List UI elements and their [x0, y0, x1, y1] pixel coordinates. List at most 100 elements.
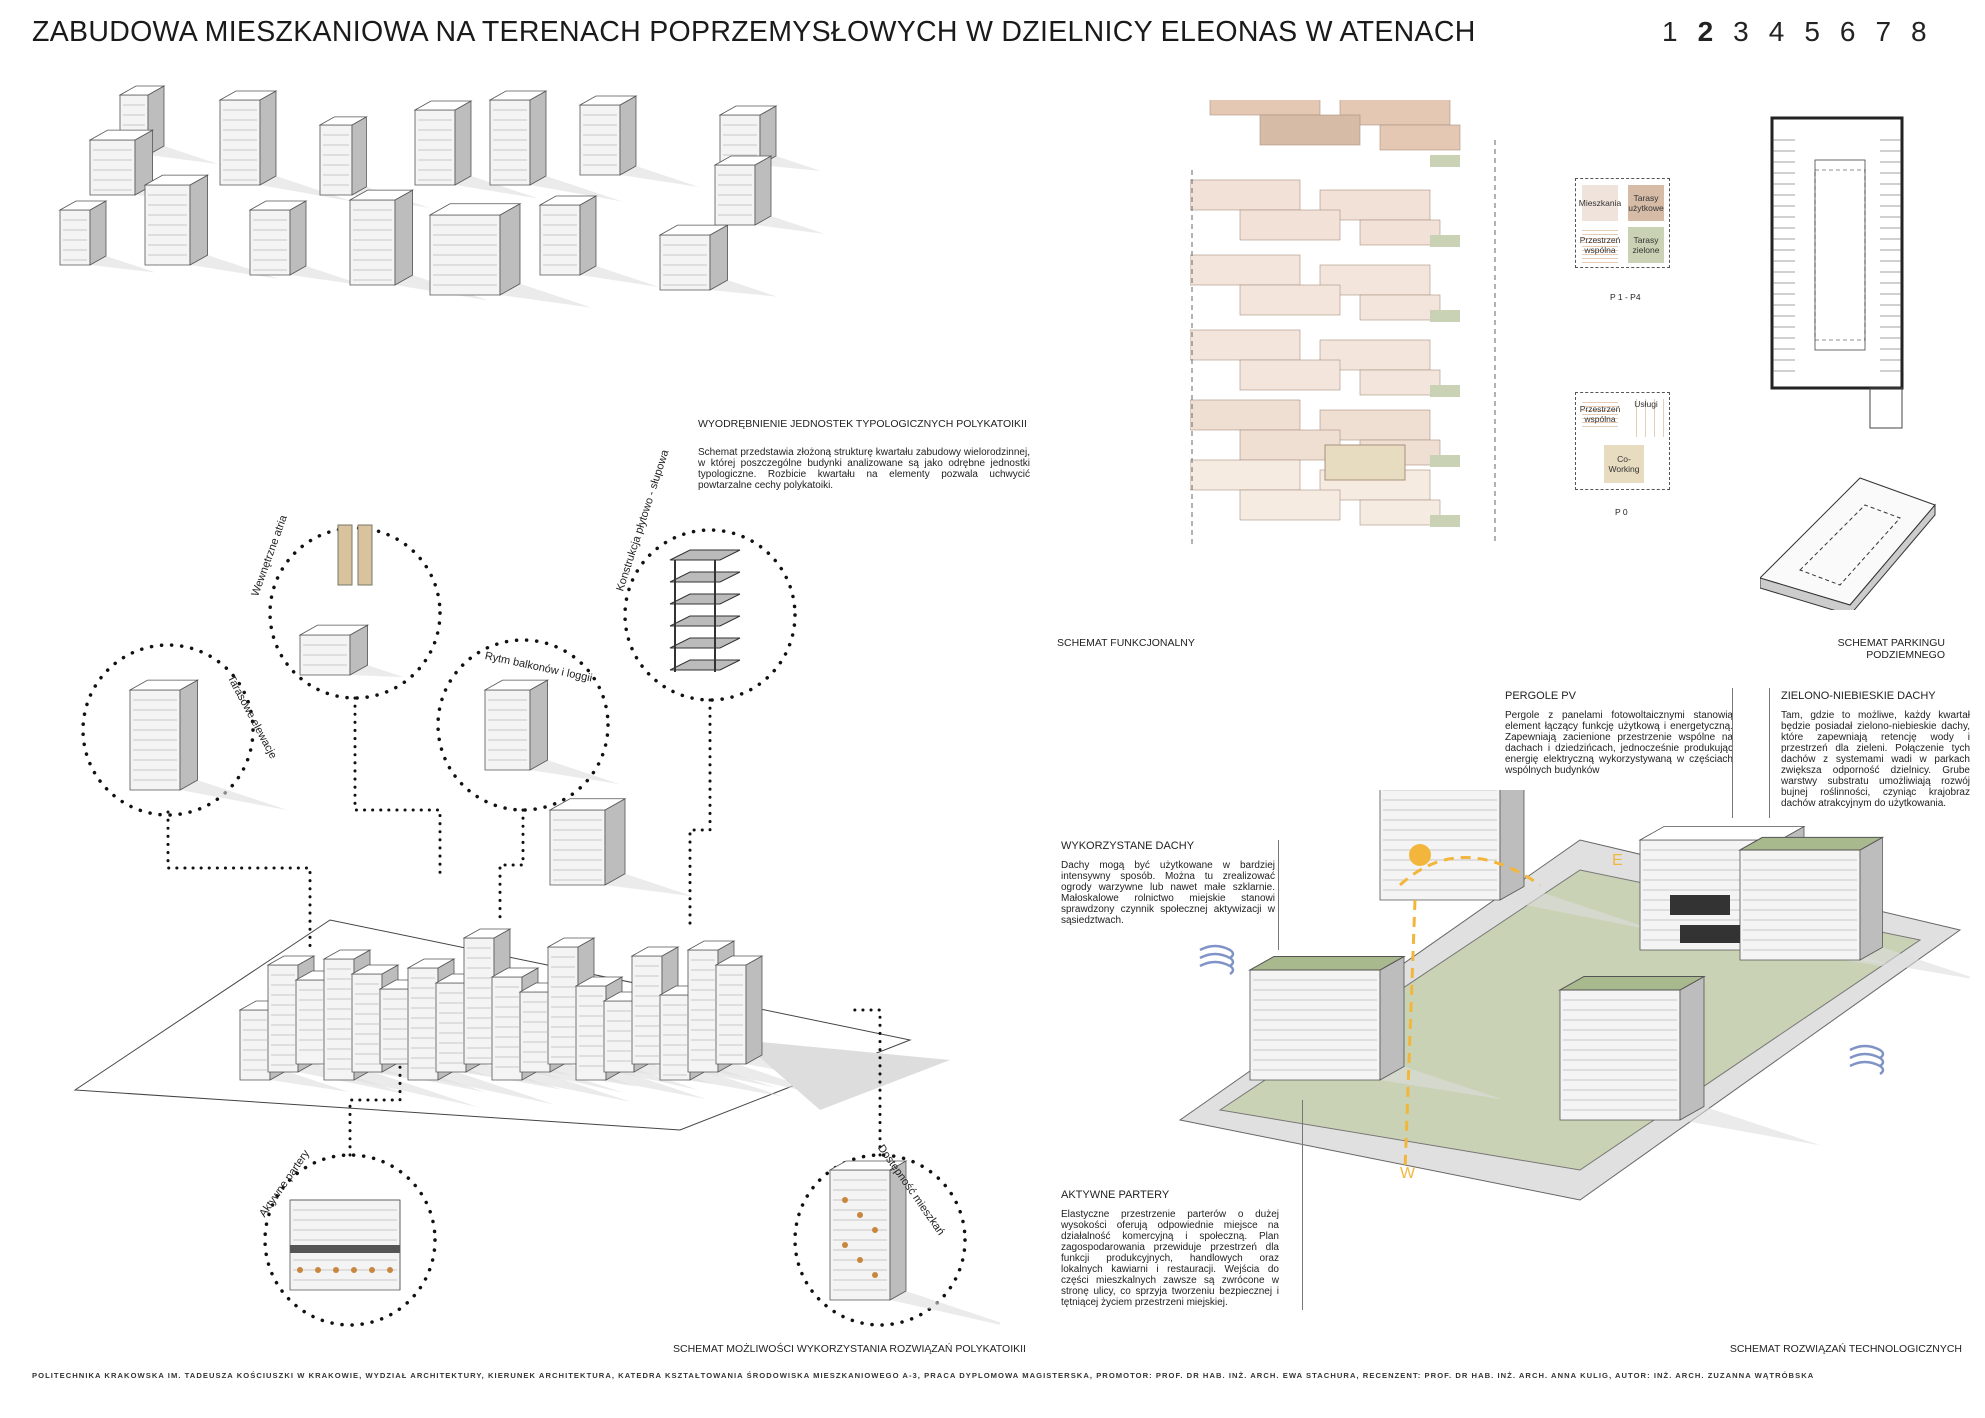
building-roof — [143, 174, 210, 186]
building-roof — [322, 949, 372, 960]
shadow — [690, 1071, 783, 1097]
building-roof — [348, 189, 415, 201]
block-building — [659, 994, 691, 1081]
building-roof — [58, 200, 108, 211]
building-roof — [538, 195, 598, 206]
building-side — [1379, 955, 1405, 1081]
block-building — [491, 976, 523, 1081]
dotted-connector — [848, 1008, 882, 1157]
building-side — [289, 200, 307, 276]
building-roof — [218, 90, 278, 101]
legend-apartments: Mieszkania — [1579, 185, 1621, 221]
dotted-connector — [498, 808, 525, 922]
shadow — [740, 1040, 950, 1110]
building-roof — [350, 964, 400, 975]
used-roofs-title: WYKORZYSTANE DACHY — [1061, 840, 1195, 852]
building-roof — [713, 155, 773, 166]
parking-iso-side — [1760, 503, 1936, 610]
shadow — [1680, 1106, 1821, 1146]
building-side — [529, 90, 547, 186]
shadow — [90, 256, 156, 273]
shadow — [290, 266, 365, 286]
block-building — [435, 982, 467, 1073]
building-side — [529, 679, 548, 771]
building-side — [754, 155, 772, 226]
functional-caption: SCHEMAT FUNKCJONALNY — [1057, 637, 1195, 649]
pergole-title: PERGOLE PV — [1505, 690, 1576, 702]
used-roofs-text: Dachy mogą być użytkowane w bardziej int… — [1061, 860, 1275, 926]
floor-plate — [1239, 209, 1341, 241]
page-link-4[interactable]: 4 — [1768, 16, 1785, 47]
possibilities-caption: SCHEMAT MOŻLIWOŚCI WYKORZYSTANIA ROZWIĄZ… — [673, 1343, 1026, 1355]
page-link-3[interactable]: 3 — [1733, 16, 1749, 47]
tech-building — [1739, 849, 1861, 961]
block-building — [239, 1009, 271, 1081]
shadow — [890, 1291, 1000, 1325]
parking-iso-route — [1799, 504, 1901, 586]
green-roof — [1738, 836, 1885, 851]
dotted-circle — [793, 1153, 967, 1327]
person — [842, 1197, 848, 1203]
block-building — [715, 964, 747, 1065]
shadow — [605, 873, 693, 897]
shadow — [354, 1071, 479, 1108]
floor-plate — [1359, 294, 1441, 321]
tower-building — [549, 809, 606, 886]
typology-building — [414, 109, 456, 186]
typology-caption: WYODRĘBNIENIE JEDNOSTEK TYPOLOGICZNYCH P… — [698, 418, 1027, 430]
shadow — [1500, 886, 1659, 932]
green-terrace — [1430, 235, 1460, 247]
block-building — [687, 949, 719, 1073]
block-building — [547, 946, 579, 1065]
building-side — [394, 189, 414, 286]
tech-building — [1559, 989, 1681, 1121]
functional-exploded-diagram — [1190, 100, 1496, 545]
legend-usable-terraces: Tarasy użytkowe — [1628, 185, 1664, 221]
shadow — [180, 780, 288, 811]
green-roof — [1558, 976, 1706, 991]
page-link-8[interactable]: 8 — [1911, 16, 1927, 47]
building-side — [709, 224, 728, 291]
polykatoikia-block-diagram — [73, 524, 1000, 1327]
person — [872, 1227, 878, 1233]
dotted-circle — [436, 638, 610, 812]
parking-caption-line1: SCHEMAT PARKINGU — [1837, 637, 1945, 649]
building-roof — [266, 955, 316, 966]
building-roof — [413, 100, 473, 111]
dotted-connector — [166, 810, 312, 952]
block-building — [379, 988, 411, 1065]
page-link-5[interactable]: 5 — [1804, 16, 1820, 47]
shadow — [718, 1063, 844, 1100]
building-roof — [1638, 826, 1806, 841]
legend-lower-label: P 0 — [1615, 507, 1628, 517]
typology-building — [89, 139, 136, 196]
green-blue-roofs-title: ZIELONO-NIEBIESKIE DACHY — [1781, 690, 1936, 702]
sun-path — [1398, 856, 1541, 887]
green-terrace — [1430, 155, 1460, 167]
legend-services: Usługi — [1628, 399, 1664, 437]
parking-island — [1814, 159, 1866, 351]
tech-building — [1379, 790, 1501, 901]
shadow — [270, 1071, 349, 1092]
building-roof — [128, 679, 200, 691]
building-side — [1679, 975, 1705, 1121]
tech-caption: SCHEMAT ROZWIĄZAŃ TECHNOLOGICZNYCH — [1729, 1343, 1962, 1355]
page-link-2[interactable]: 2 — [1697, 16, 1714, 47]
page-link-7[interactable]: 7 — [1875, 16, 1892, 47]
person — [315, 1267, 321, 1273]
parking-route — [1814, 169, 1866, 341]
page-link-6[interactable]: 6 — [1839, 16, 1856, 47]
building-roof — [490, 967, 540, 978]
shadow — [1860, 947, 1970, 979]
dotted-connector — [688, 698, 712, 932]
person — [857, 1212, 863, 1218]
typology-building — [579, 104, 621, 176]
building-roof — [578, 95, 638, 106]
typology-building — [219, 99, 261, 186]
page-link-1[interactable]: 1 — [1662, 16, 1678, 47]
legend-common-space: Przestrzeń wspólna — [1580, 227, 1620, 263]
floor-plate — [1190, 179, 1301, 211]
building-roof — [406, 958, 456, 969]
building-roof — [483, 679, 550, 691]
slab — [669, 593, 741, 605]
